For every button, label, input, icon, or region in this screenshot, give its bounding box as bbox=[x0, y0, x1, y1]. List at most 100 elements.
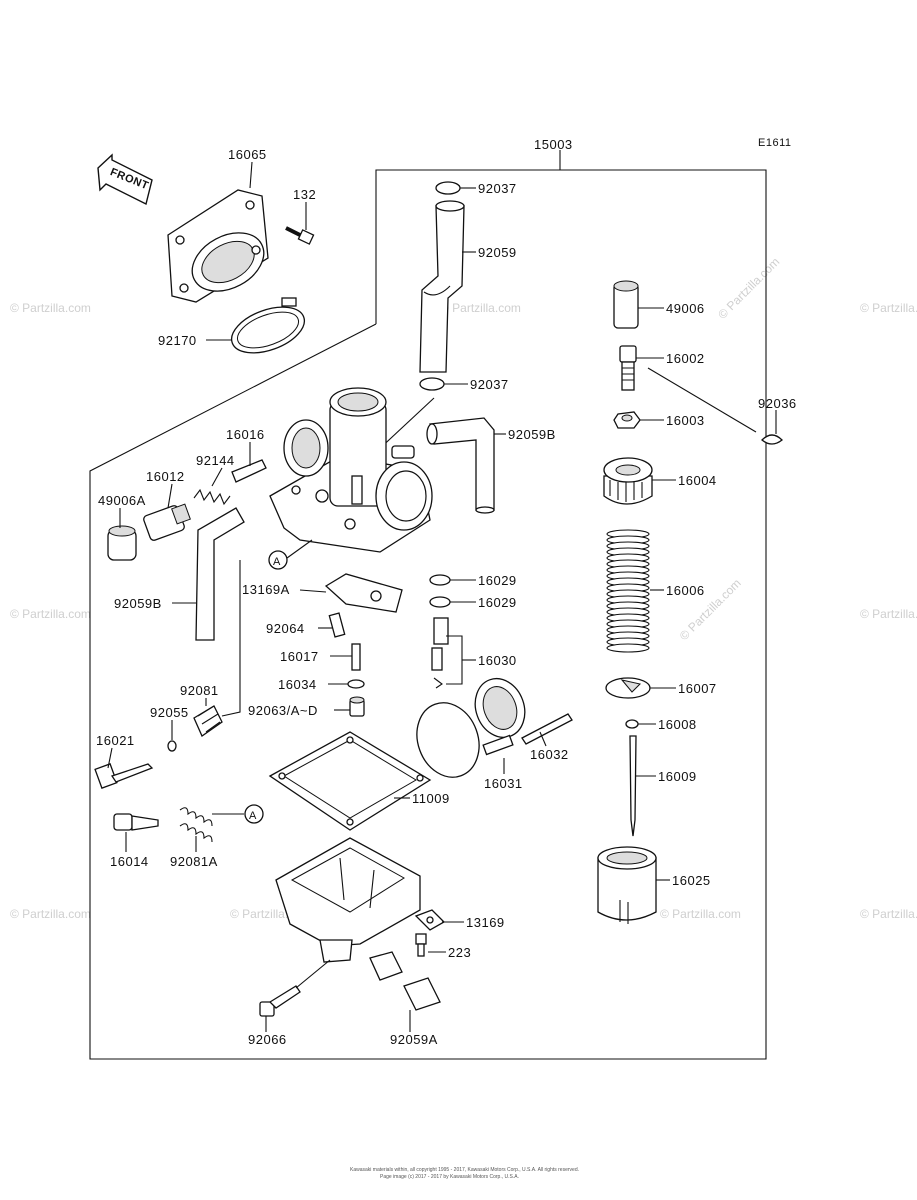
clamp-92170 bbox=[230, 297, 306, 354]
o-ring-92055 bbox=[167, 740, 177, 752]
watermark: © Partzilla.com bbox=[860, 907, 917, 921]
jet-needle-16009 bbox=[629, 735, 637, 837]
part-label: 16021 bbox=[96, 733, 135, 748]
assembly-number: 15003 bbox=[534, 137, 573, 152]
watermark: © Partzilla.com bbox=[715, 255, 782, 322]
screw-223 bbox=[415, 933, 427, 957]
part-label: 16016 bbox=[226, 427, 265, 442]
part-label: 92036 bbox=[758, 396, 797, 411]
cable-adjuster-16002 bbox=[619, 345, 637, 391]
assembly-outline: 15003 bbox=[89, 137, 767, 1060]
jet-needle-16016 bbox=[231, 459, 267, 483]
part-label: 16032 bbox=[530, 747, 569, 762]
top-cap-16004 bbox=[603, 457, 653, 505]
part-label: 16029 bbox=[478, 595, 517, 610]
float-valve-16030 bbox=[431, 617, 449, 689]
part-label: 13169A bbox=[242, 582, 290, 597]
part-label: 92059A bbox=[390, 1032, 438, 1047]
spring-92144 bbox=[193, 488, 231, 506]
vent-tube-92059B-left bbox=[195, 507, 245, 641]
part-label: 92059B bbox=[114, 596, 162, 611]
plate-13169A bbox=[324, 573, 403, 613]
vent-tube-92059B bbox=[426, 417, 495, 514]
part-label: 92066 bbox=[248, 1032, 287, 1047]
washer-16034 bbox=[347, 679, 365, 689]
watermark: © Partzilla.com bbox=[10, 301, 91, 315]
part-label: 92081 bbox=[180, 683, 219, 698]
part-label: 16004 bbox=[678, 473, 717, 488]
bolt-92066 bbox=[259, 985, 301, 1017]
part-label: 223 bbox=[448, 945, 471, 960]
part-label: 16031 bbox=[484, 776, 523, 791]
screw-92064 bbox=[328, 612, 346, 638]
part-label: 92037 bbox=[470, 377, 509, 392]
spring-seat-16007 bbox=[605, 677, 651, 699]
part-label: 16030 bbox=[478, 653, 517, 668]
part-label: 16012 bbox=[146, 469, 185, 484]
part-label: 16017 bbox=[280, 649, 319, 664]
clip-92036 bbox=[761, 434, 783, 445]
throttle-stop-screw-16014 bbox=[113, 813, 159, 831]
watermark: © Partzilla.com bbox=[860, 607, 917, 621]
part-label: 92144 bbox=[196, 453, 235, 468]
part-label: 92064 bbox=[266, 621, 305, 636]
front-arrow-icon: FRONT bbox=[97, 153, 153, 206]
clip-92037 bbox=[435, 181, 461, 195]
part-label: 92081A bbox=[170, 854, 218, 869]
copyright-line: Page image (c) 2017 - 2017 by Kawasaki M… bbox=[380, 1174, 519, 1180]
part-label: 16065 bbox=[228, 147, 267, 162]
washer-16029 bbox=[429, 574, 451, 608]
gasket-11009 bbox=[268, 731, 432, 831]
clip-16008 bbox=[625, 719, 639, 729]
fuel-tube-92059 bbox=[419, 200, 465, 373]
part-label: 16025 bbox=[672, 873, 711, 888]
spring-16006 bbox=[606, 529, 650, 653]
ref-marker-label: A bbox=[273, 556, 281, 568]
part-label: 16009 bbox=[658, 769, 697, 784]
carburetor-body bbox=[269, 387, 433, 553]
part-label: 92063/A~D bbox=[248, 703, 318, 718]
part-label: 16014 bbox=[110, 854, 149, 869]
part-label: 49006 bbox=[666, 301, 705, 316]
ref-marker-label: A bbox=[249, 810, 257, 822]
spring-92081 bbox=[193, 705, 223, 737]
watermark: © Partzilla.com bbox=[10, 607, 91, 621]
ref-marker-a bbox=[268, 550, 288, 570]
intake-holder-16065 bbox=[167, 189, 269, 303]
float-bowl bbox=[275, 837, 421, 963]
float-16031 bbox=[416, 677, 526, 778]
clip-92037-lower bbox=[419, 377, 445, 391]
plate-13169 bbox=[414, 909, 446, 931]
part-label: 16034 bbox=[278, 677, 317, 692]
pilot-screw-16021 bbox=[94, 763, 154, 789]
part-label: 92055 bbox=[150, 705, 189, 720]
nut-16003 bbox=[613, 411, 641, 429]
part-label: 92059 bbox=[478, 245, 517, 260]
part-label: 16029 bbox=[478, 573, 517, 588]
part-label: 92037 bbox=[478, 181, 517, 196]
part-label: 16007 bbox=[678, 681, 717, 696]
part-label: 11009 bbox=[412, 791, 450, 806]
copyright-line: Kawasaki materials within, all copyright… bbox=[350, 1167, 579, 1173]
part-label: 13169 bbox=[466, 915, 505, 930]
part-label: 92059B bbox=[508, 427, 556, 442]
needle-jet-16017 bbox=[351, 643, 361, 671]
watermark: © Partzilla.com bbox=[440, 301, 521, 315]
ref-marker-a2 bbox=[244, 804, 264, 824]
pin-16032 bbox=[521, 713, 573, 745]
starter-plunger-16012 bbox=[143, 503, 191, 541]
diagram-code: E1611 bbox=[758, 137, 792, 149]
bolt-132 bbox=[285, 226, 315, 245]
tube-92059A bbox=[369, 951, 441, 1011]
part-label: 16002 bbox=[666, 351, 705, 366]
throttle-valve-16025 bbox=[597, 846, 657, 924]
watermark: © Partzilla.com bbox=[860, 301, 917, 315]
watermark: © Partzilla.com bbox=[10, 907, 91, 921]
spring-92081A bbox=[179, 807, 213, 843]
part-label: 16006 bbox=[666, 583, 705, 598]
watermark: © Partzilla.com bbox=[660, 907, 741, 921]
cap-49006A bbox=[107, 525, 137, 561]
cap-49006 bbox=[613, 280, 639, 329]
part-label: 16003 bbox=[666, 413, 705, 428]
